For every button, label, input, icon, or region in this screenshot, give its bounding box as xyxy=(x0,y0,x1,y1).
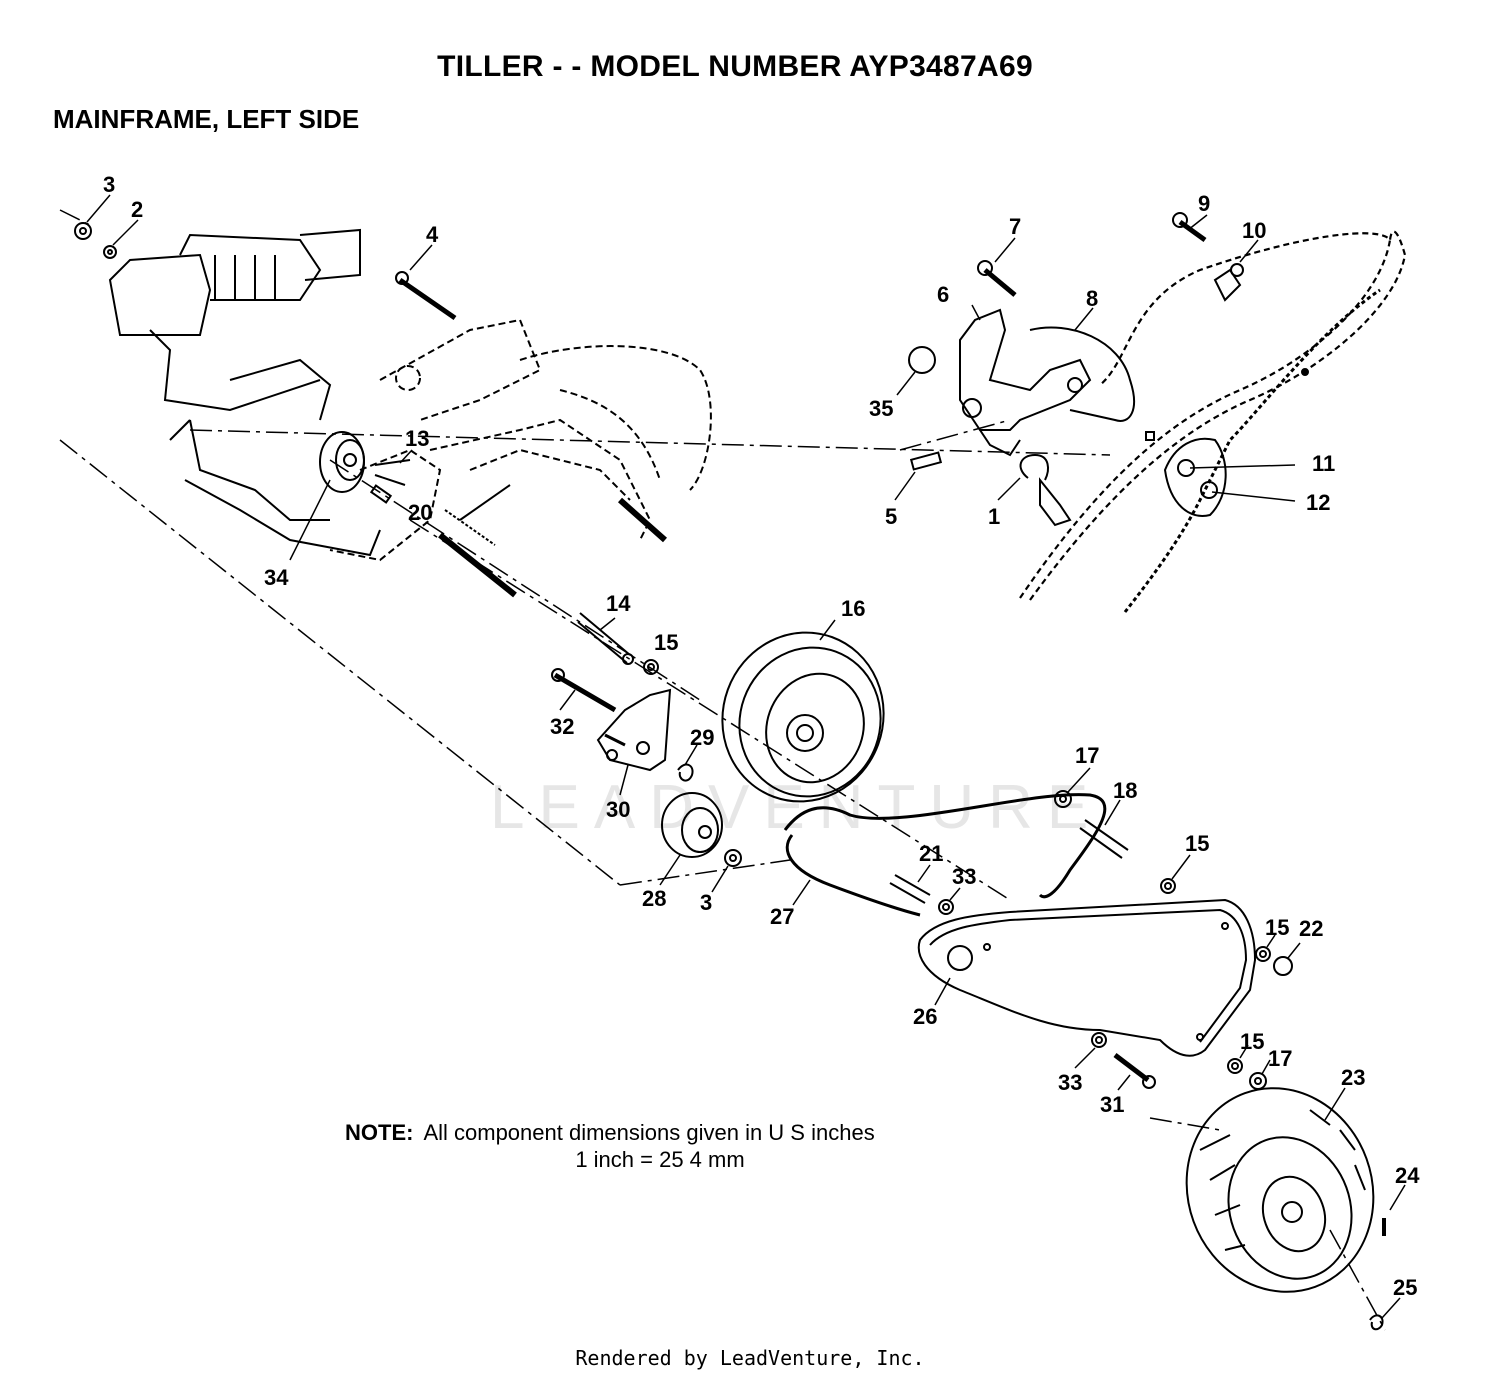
callout-30: 30 xyxy=(606,797,630,822)
callout-20: 20 xyxy=(408,500,432,525)
callout-22: 22 xyxy=(1299,916,1323,941)
note-text: All component dimensions given in U S in… xyxy=(423,1120,875,1145)
callout-5: 5 xyxy=(885,504,897,529)
callout-17: 17 xyxy=(1268,1046,1292,1071)
callout-26: 26 xyxy=(913,1004,937,1029)
callout-24: 24 xyxy=(1395,1163,1420,1188)
callout-4: 4 xyxy=(426,222,439,247)
callout-15: 15 xyxy=(1265,915,1289,940)
callout-15: 15 xyxy=(654,630,678,655)
callout-31: 31 xyxy=(1100,1092,1124,1117)
note-conversion: 1 inch = 25 4 mm xyxy=(575,1147,745,1172)
callout-14: 14 xyxy=(606,591,631,616)
callout-11: 11 xyxy=(1312,451,1335,476)
callout-6: 6 xyxy=(937,282,949,307)
callout-35: 35 xyxy=(869,396,893,421)
callout-13: 13 xyxy=(405,426,429,451)
callout-3: 3 xyxy=(103,172,115,197)
engine xyxy=(108,228,381,557)
callout-18: 18 xyxy=(1113,778,1137,803)
note-label: NOTE: xyxy=(345,1120,414,1145)
callout-27: 27 xyxy=(770,904,794,929)
callout-labels: 1 2 3 3 4 5 6 7 8 9 10 11 12 13 14 15 15… xyxy=(103,172,1420,1300)
pulley-34 xyxy=(319,431,365,493)
callout-33: 33 xyxy=(1058,1070,1082,1095)
callout-16: 16 xyxy=(841,596,865,621)
chain-case-26 xyxy=(917,898,1257,1057)
callout-32: 32 xyxy=(550,714,574,739)
callout-33: 33 xyxy=(952,864,976,889)
callout-15: 15 xyxy=(1185,831,1209,856)
callout-7: 7 xyxy=(1009,214,1021,239)
callout-1: 1 xyxy=(988,504,1000,529)
mainframe xyxy=(329,318,712,562)
pulley-16 xyxy=(721,631,885,803)
wheel-23 xyxy=(1185,1087,1375,1293)
callout-8: 8 xyxy=(1086,286,1098,311)
callout-9: 9 xyxy=(1198,191,1210,216)
note: NOTE: All component dimensions given in U… xyxy=(345,1120,875,1146)
callout-17: 17 xyxy=(1075,743,1099,768)
callout-23: 23 xyxy=(1341,1065,1365,1090)
watermark: LEADVENTURE xyxy=(490,773,1102,842)
page-subtitle: MAINFRAME, LEFT SIDE xyxy=(53,104,360,134)
shield-8 xyxy=(1029,326,1135,422)
callout-28: 28 xyxy=(642,886,666,911)
footer-credit: Rendered by LeadVenture, Inc. xyxy=(575,1346,925,1370)
callout-34: 34 xyxy=(264,565,289,590)
callout-15: 15 xyxy=(1240,1029,1264,1054)
callout-10: 10 xyxy=(1242,218,1266,243)
callout-3: 3 xyxy=(700,890,712,915)
callout-2: 2 xyxy=(131,197,143,222)
callout-25: 25 xyxy=(1393,1275,1417,1300)
callout-21: 21 xyxy=(919,841,943,866)
bracket-6 xyxy=(959,308,1092,457)
page-title: TILLER - - MODEL NUMBER AYP3487A69 xyxy=(437,50,1033,83)
callout-12: 12 xyxy=(1306,490,1330,515)
callout-29: 29 xyxy=(690,725,714,750)
